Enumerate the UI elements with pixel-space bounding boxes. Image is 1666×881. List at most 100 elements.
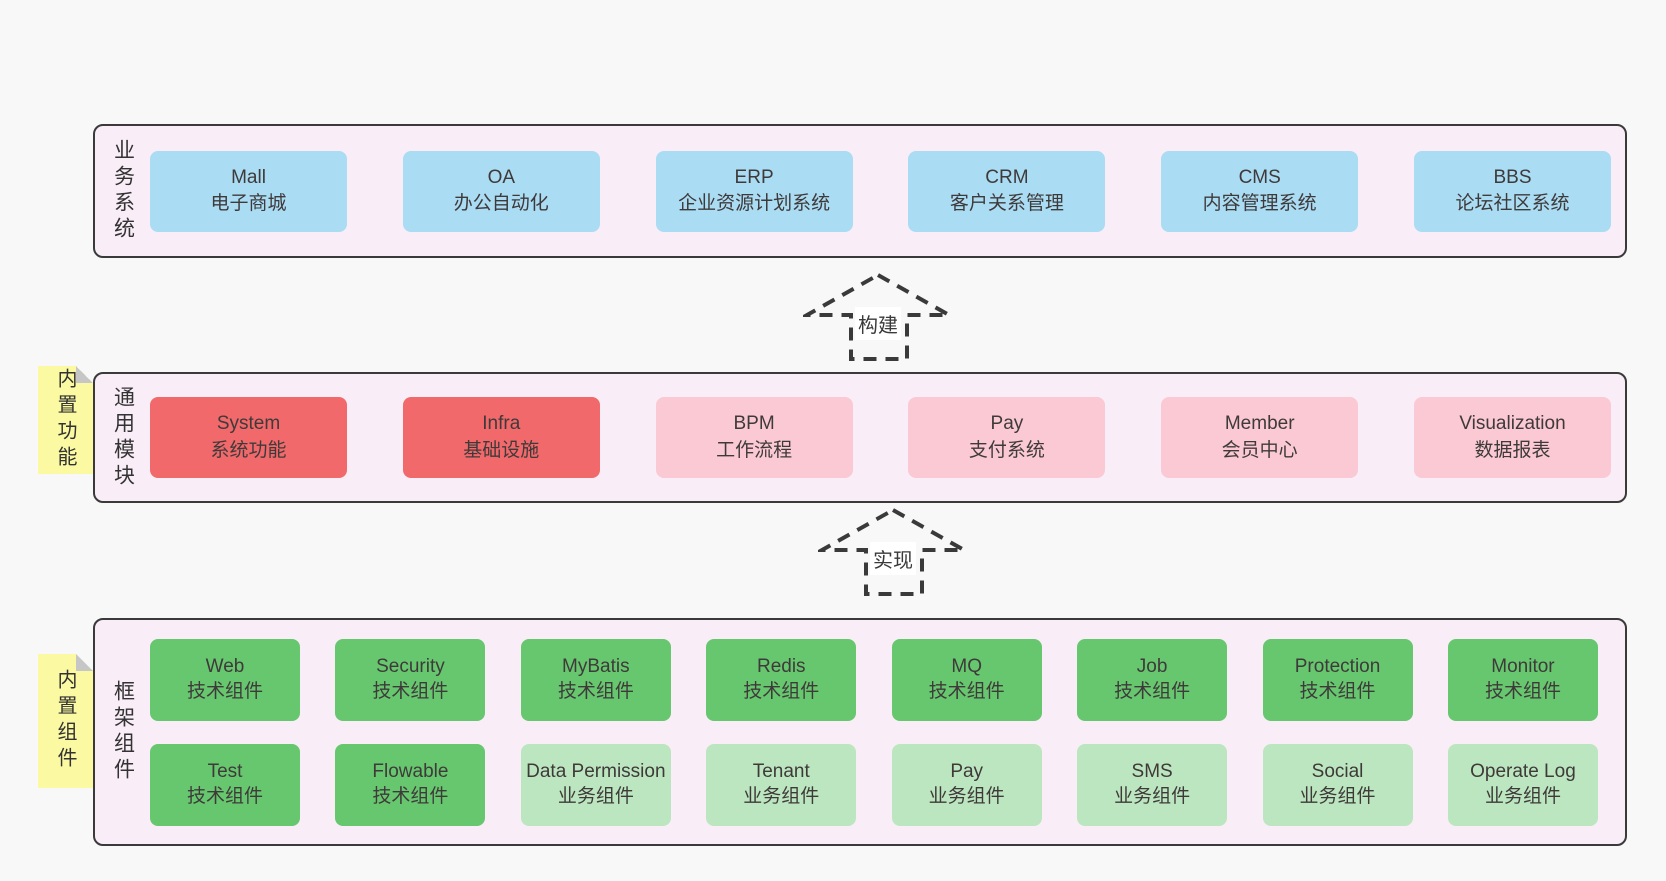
box-desc-label: 技术组件 xyxy=(743,680,820,702)
box-social: Social 业务组件 xyxy=(1262,743,1413,826)
box-desc-label: 业务组件 xyxy=(1299,785,1376,807)
box-name-label: Social xyxy=(1311,760,1364,782)
box-name-label: Visualization xyxy=(1459,413,1566,435)
box-bpm: BPM 工作流程 xyxy=(655,397,853,478)
box-desc-label: 业务组件 xyxy=(743,785,820,807)
box-name-label: MQ xyxy=(951,655,982,677)
box-name-label: Flowable xyxy=(372,760,449,782)
dashed-up-arrow-icon xyxy=(803,272,953,361)
box-desc-label: 会员中心 xyxy=(1221,439,1298,461)
box-infra: Infra 基础设施 xyxy=(402,397,600,478)
arrow-build: 构建 xyxy=(803,271,953,363)
arrow-build-label: 构建 xyxy=(855,307,901,340)
box-name-label: SMS xyxy=(1131,760,1173,782)
band-business-systems: 业务系统 Mall 电子商城 OA 办公自动化 ERP 企业资源计划系统 CRM… xyxy=(93,124,1627,258)
box-desc-label: 技术组件 xyxy=(372,785,449,807)
box-desc-label: 技术组件 xyxy=(1299,680,1376,702)
box-desc-label: 内容管理系统 xyxy=(1202,193,1317,214)
common-modules-boxes: System 系统功能 Infra 基础设施 BPM 工作流程 Pay 支付系统… xyxy=(150,374,1625,501)
box-desc-label: 论坛社区系统 xyxy=(1455,193,1570,214)
box-name-label: Infra xyxy=(482,413,521,435)
box-name-label: OA xyxy=(487,166,516,188)
box-member: Member 会员中心 xyxy=(1161,397,1359,478)
business-systems-boxes: Mall 电子商城 OA 办公自动化 ERP 企业资源计划系统 CRM 客户关系… xyxy=(150,126,1625,256)
box-desc-label: 工作流程 xyxy=(716,439,793,461)
box-monitor: Monitor 技术组件 xyxy=(1447,638,1598,721)
box-desc-label: 客户关系管理 xyxy=(949,193,1064,214)
box-crm: CRM 客户关系管理 xyxy=(908,150,1106,232)
dashed-up-arrow-icon xyxy=(818,507,968,596)
box-name-label: Pay xyxy=(950,760,984,782)
box-name-label: CMS xyxy=(1238,166,1281,188)
box-test: Test 技术组件 xyxy=(150,743,300,826)
box-desc-label: 电子商城 xyxy=(210,193,287,214)
box-name-label: Data Permission xyxy=(526,760,666,782)
box-desc-label: 技术组件 xyxy=(186,785,263,807)
arrow-implement-label: 实现 xyxy=(870,542,916,575)
band-label-business-systems: 业务系统 xyxy=(111,139,135,243)
box-name-label: Operate Log xyxy=(1470,760,1576,782)
box-name-label: ERP xyxy=(734,166,774,188)
box-desc-label: 技术组件 xyxy=(557,680,634,702)
framework-components-rows: Web 技术组件 Security 技术组件 MyBatis 技术组件 Redi… xyxy=(150,620,1625,844)
box-name-label: Redis xyxy=(756,655,806,677)
box-name-label: Job xyxy=(1136,655,1168,677)
box-desc-label: 技术组件 xyxy=(372,680,449,702)
sticky-note-label: 内置组件 xyxy=(54,669,76,773)
box-desc-label: 业务组件 xyxy=(557,785,634,807)
sticky-note-built-in-features: 内置功能 xyxy=(38,366,93,474)
box-name-label: Test xyxy=(207,760,243,782)
box-cms: CMS 内容管理系统 xyxy=(1161,150,1359,232)
box-name-label: Tenant xyxy=(752,760,810,782)
box-data-permission: Data Permission 业务组件 xyxy=(520,743,671,826)
box-desc-label: 技术组件 xyxy=(1114,680,1191,702)
box-desc-label: 数据报表 xyxy=(1474,439,1551,461)
box-name-label: Mall xyxy=(231,166,266,188)
box-pay: Pay 支付系统 xyxy=(908,397,1106,478)
band-framework-components: 框架组件 Web 技术组件 Security 技术组件 MyBatis 技术组件… xyxy=(93,618,1627,846)
box-desc-label: 业务组件 xyxy=(928,785,1005,807)
box-oa: OA 办公自动化 xyxy=(402,150,600,232)
box-desc-label: 基础设施 xyxy=(463,439,540,461)
box-name-label: CRM xyxy=(985,166,1029,188)
box-mall: Mall 电子商城 xyxy=(150,150,347,232)
box-system: System 系统功能 xyxy=(150,397,347,478)
box-name-label: BBS xyxy=(1493,166,1532,188)
box-desc-label: 办公自动化 xyxy=(453,193,549,214)
box-desc-label: 业务组件 xyxy=(1484,785,1561,807)
box-name-label: MyBatis xyxy=(562,655,630,677)
sticky-note-built-in-components: 内置组件 xyxy=(38,654,93,788)
box-flowable: Flowable 技术组件 xyxy=(335,743,486,826)
band-label-common-modules: 通用模块 xyxy=(111,385,135,490)
framework-components-row-2: Test 技术组件 Flowable 技术组件 Data Permission … xyxy=(150,743,1598,826)
box-erp: ERP 企业资源计划系统 xyxy=(655,150,853,232)
box-name-label: Web xyxy=(205,655,245,677)
box-pay-component: Pay 业务组件 xyxy=(891,743,1042,826)
box-desc-label: 支付系统 xyxy=(968,439,1045,461)
box-desc-label: 技术组件 xyxy=(928,680,1005,702)
band-common-modules: 通用模块 System 系统功能 Infra 基础设施 BPM 工作流程 Pay… xyxy=(93,372,1627,503)
box-name-label: Pay xyxy=(990,413,1024,435)
box-desc-label: 业务组件 xyxy=(1114,785,1191,807)
box-desc-label: 技术组件 xyxy=(186,680,263,702)
folded-corner-icon xyxy=(76,654,93,671)
box-visualization: Visualization 数据报表 xyxy=(1413,397,1611,478)
box-desc-label: 系统功能 xyxy=(210,439,287,461)
box-name-label: Security xyxy=(376,655,445,677)
box-name-label: System xyxy=(216,413,281,435)
box-security: Security 技术组件 xyxy=(335,638,486,721)
box-operate-log: Operate Log 业务组件 xyxy=(1447,743,1598,826)
box-desc-label: 技术组件 xyxy=(1484,680,1561,702)
band-label-framework-components: 框架组件 xyxy=(111,680,135,784)
folded-corner-icon xyxy=(76,366,93,383)
box-job: Job 技术组件 xyxy=(1077,638,1228,721)
box-tenant: Tenant 业务组件 xyxy=(706,743,857,826)
box-mybatis: MyBatis 技术组件 xyxy=(520,638,671,721)
box-protection: Protection 技术组件 xyxy=(1262,638,1413,721)
box-mq: MQ 技术组件 xyxy=(891,638,1042,721)
framework-components-row-1: Web 技术组件 Security 技术组件 MyBatis 技术组件 Redi… xyxy=(150,638,1598,721)
arrow-implement: 实现 xyxy=(818,506,968,598)
box-name-label: BPM xyxy=(733,413,775,435)
box-name-label: Protection xyxy=(1294,655,1381,677)
